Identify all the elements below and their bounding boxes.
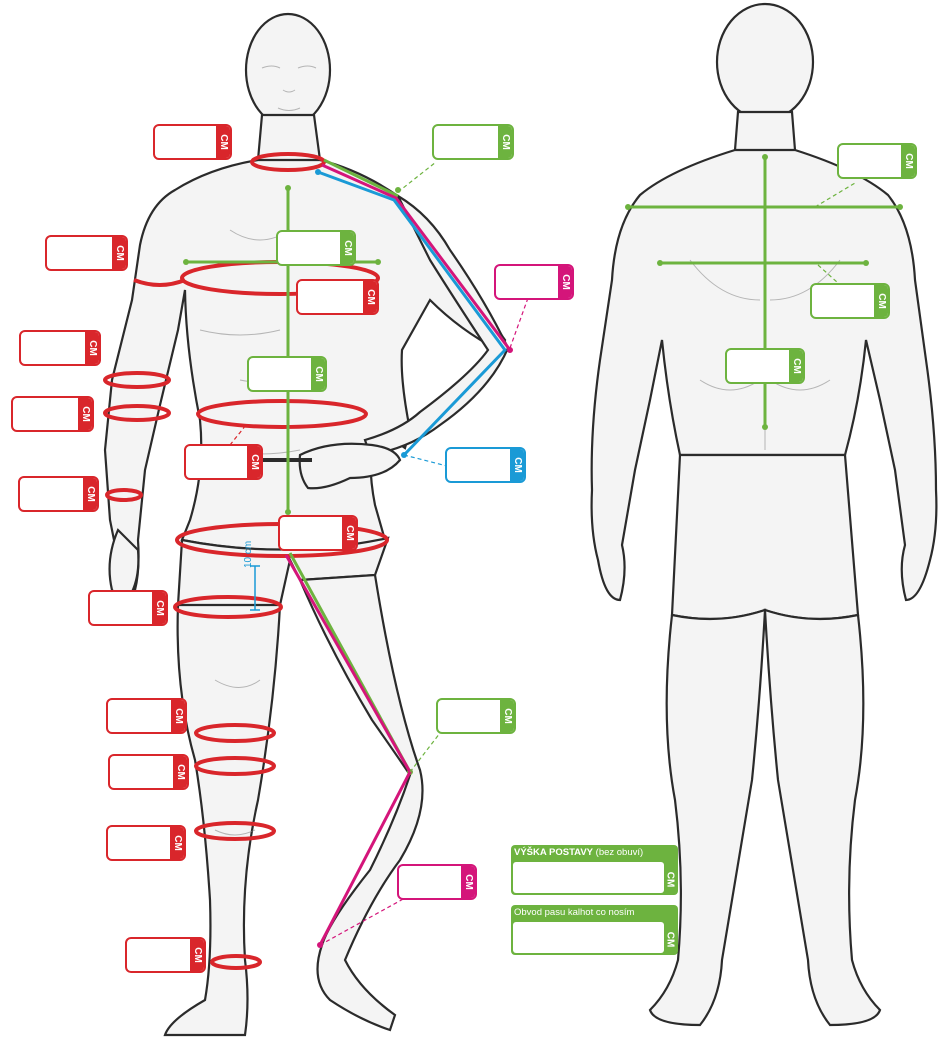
inseam-measure-box[interactable]: CM (397, 864, 477, 900)
cm-unit-label: CM (80, 403, 90, 425)
chest-width-measure-box[interactable]: CM (276, 230, 356, 266)
trouser-waist-unit-label: CM (665, 932, 676, 948)
cm-unit-label: CM (903, 150, 913, 172)
cm-unit-label: CM (502, 705, 512, 727)
ten-cm-label: 10 cm (243, 541, 254, 568)
cm-unit-label: CM (560, 271, 570, 293)
cm-unit-label: CM (512, 454, 522, 476)
cm-unit-label: CM (365, 286, 375, 308)
arm-length-measure-box[interactable]: CM (445, 447, 526, 483)
trouser-waist-title: Obvod pasu kalhot co nosím (511, 905, 678, 921)
chest-measure-box[interactable]: CM (296, 279, 379, 315)
height-box[interactable]: VÝŠKA POSTAVY (bez obuví) CM (511, 845, 678, 895)
cm-unit-label: CM (172, 832, 182, 854)
cm-unit-label: CM (344, 522, 354, 544)
wrist-measure-box[interactable]: CM (18, 476, 99, 512)
cm-unit-label: CM (175, 761, 185, 783)
thigh-measure-box[interactable]: CM (88, 590, 168, 626)
inseam-knee-measure-box[interactable]: CM (436, 698, 516, 734)
belt-measure-box[interactable]: CM (184, 444, 263, 480)
height-subtitle: (bez obuví) (593, 847, 643, 858)
height-unit-label: CM (665, 872, 676, 888)
cm-unit-label: CM (154, 597, 164, 619)
cm-unit-label: CM (173, 705, 183, 727)
height-input[interactable] (513, 862, 664, 893)
cm-unit-label: CM (85, 483, 95, 505)
elbow-measure-box[interactable]: CM (11, 396, 94, 432)
front-length-measure-box[interactable]: CM (247, 356, 327, 392)
ankle-measure-box[interactable]: CM (125, 937, 206, 973)
calf-measure-box[interactable]: CM (106, 825, 186, 861)
cm-unit-label: CM (791, 355, 801, 377)
trouser-waist-input[interactable] (513, 922, 664, 953)
cm-unit-label: CM (500, 131, 510, 153)
cm-unit-label: CM (114, 242, 124, 264)
forearm-measure-box[interactable]: CM (19, 330, 101, 366)
cm-unit-label: CM (218, 131, 228, 153)
cm-unit-label: CM (342, 237, 352, 259)
hips-measure-box[interactable]: CM (278, 515, 358, 551)
cm-unit-label: CM (249, 451, 259, 473)
cm-unit-label: CM (313, 363, 323, 385)
back-shoulders-measure-box[interactable]: CM (837, 143, 917, 179)
neck-measure-box[interactable]: CM (153, 124, 232, 160)
elbow-length-measure-box[interactable]: CM (494, 264, 574, 300)
shoulder-length-measure-box[interactable]: CM (432, 124, 514, 160)
upper-arm-measure-box[interactable]: CM (45, 235, 128, 271)
height-title: VÝŠKA POSTAVY (514, 847, 593, 858)
cm-unit-label: CM (87, 337, 97, 359)
back-width-measure-box[interactable]: CM (810, 283, 890, 319)
cm-unit-label: CM (876, 290, 886, 312)
back-length-measure-box[interactable]: CM (725, 348, 805, 384)
cm-unit-label: CM (463, 871, 473, 893)
trouser-waist-box[interactable]: Obvod pasu kalhot co nosím CM (511, 905, 678, 955)
knee-above-measure-box[interactable]: CM (106, 698, 187, 734)
knee-measure-box[interactable]: CM (108, 754, 189, 790)
cm-unit-label: CM (192, 944, 202, 966)
